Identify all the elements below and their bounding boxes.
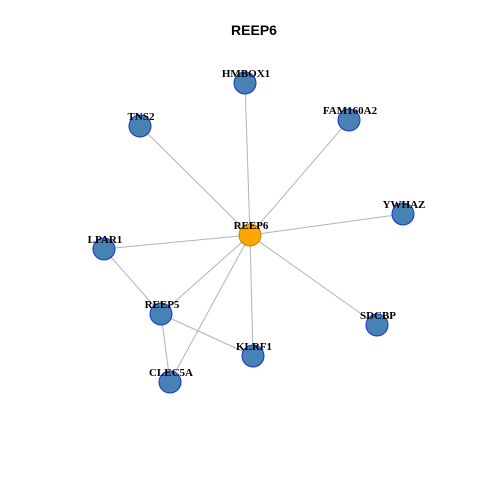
node-fam160a2[interactable] bbox=[337, 108, 361, 132]
node-hmbox1[interactable] bbox=[233, 71, 257, 95]
node-label-sdcbp: SDCBP bbox=[360, 310, 396, 322]
node-label-reep6: REEP6 bbox=[234, 220, 269, 232]
node-reep6[interactable] bbox=[238, 223, 262, 247]
edge-reep6-ywhaz bbox=[249, 213, 404, 236]
node-clec5a[interactable] bbox=[158, 370, 182, 394]
nodes-layer bbox=[92, 71, 415, 394]
node-lpar1[interactable] bbox=[92, 237, 116, 261]
node-label-fam160a2: FAM160A2 bbox=[323, 105, 378, 117]
node-label-ywhaz: YWHAZ bbox=[383, 199, 426, 211]
edge-reep6-hmbox1 bbox=[244, 82, 251, 236]
edge-reep6-fam160a2 bbox=[249, 119, 350, 236]
node-ywhaz[interactable] bbox=[391, 202, 415, 226]
graph-title: REEP6 bbox=[231, 22, 277, 38]
node-tns2[interactable] bbox=[128, 114, 152, 138]
edge-reep6-sdcbp bbox=[249, 234, 378, 326]
edge-reep5-klrf1 bbox=[160, 313, 254, 357]
node-label-klrf1: KLRF1 bbox=[236, 341, 272, 353]
node-reep5[interactable] bbox=[149, 302, 173, 326]
edge-reep6-lpar1 bbox=[103, 234, 251, 250]
edge-lpar1-reep5 bbox=[103, 248, 162, 315]
node-label-lpar1: LPAR1 bbox=[88, 234, 123, 246]
node-label-tns2: TNS2 bbox=[128, 111, 155, 123]
edge-reep6-reep5 bbox=[160, 234, 251, 315]
node-label-clec5a: CLEC5A bbox=[149, 367, 193, 379]
node-label-reep5: REEP5 bbox=[145, 299, 180, 311]
edge-reep6-clec5a bbox=[169, 234, 251, 383]
node-label-hmbox1: HMBOX1 bbox=[222, 68, 270, 80]
edge-reep6-klrf1 bbox=[249, 234, 254, 357]
node-sdcbp[interactable] bbox=[365, 313, 389, 337]
node-klrf1[interactable] bbox=[241, 344, 265, 368]
edge-reep6-tns2 bbox=[139, 125, 251, 236]
